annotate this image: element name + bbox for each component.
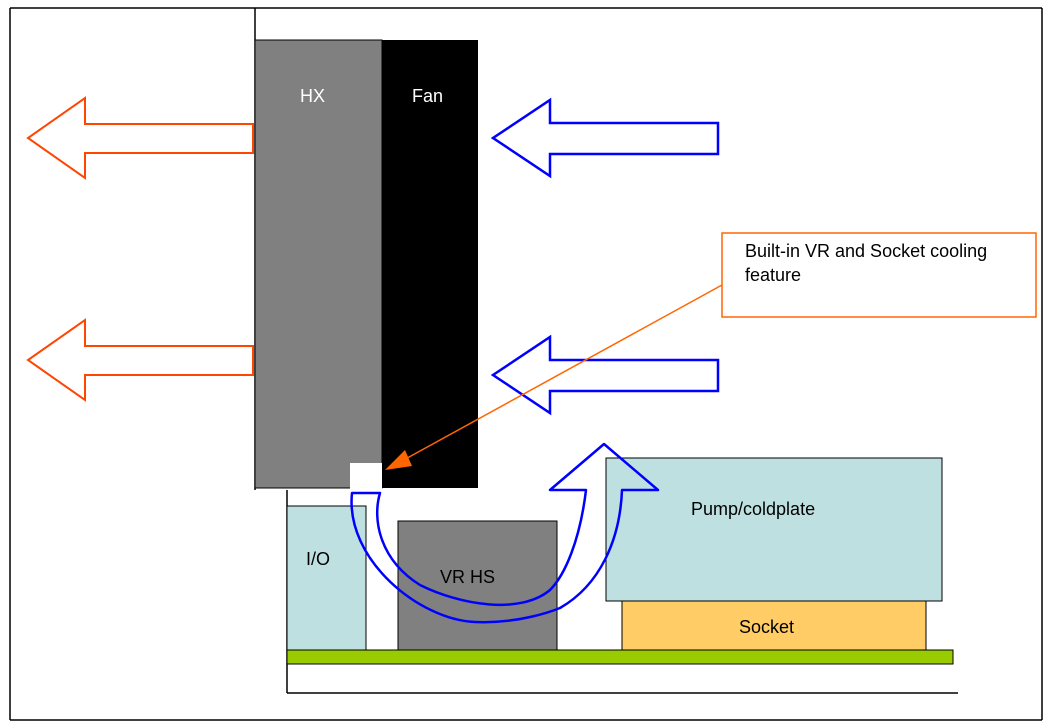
intake-arrow-bottom-icon bbox=[490, 334, 720, 416]
callout-arrowhead-icon bbox=[385, 450, 412, 470]
hx-block bbox=[254, 39, 383, 489]
cooling-notch bbox=[350, 463, 382, 491]
vr-hs-label: VR HS bbox=[440, 567, 496, 587]
pump-coldplate-label: Pump/coldplate bbox=[691, 499, 816, 519]
pump-coldplate-block bbox=[605, 457, 943, 602]
io-label: I/O bbox=[306, 549, 331, 569]
vr-hs-block bbox=[397, 520, 558, 651]
socket-block bbox=[621, 600, 927, 651]
fan-block bbox=[382, 40, 478, 488]
airflow-curved-arrow-icon bbox=[350, 442, 660, 624]
callout-leader-line bbox=[399, 284, 723, 463]
exhaust-arrow-bottom-icon bbox=[26, 318, 254, 402]
socket-label: Socket bbox=[739, 617, 795, 637]
callout-box bbox=[721, 232, 1037, 318]
callout-text: Built-in VR and Socket cooling feature bbox=[745, 241, 988, 285]
hx-label: HX bbox=[300, 86, 326, 106]
intake-arrow-top-icon bbox=[490, 97, 720, 179]
fan-label: Fan bbox=[412, 86, 444, 106]
motherboard bbox=[286, 649, 954, 665]
exhaust-arrow-top-icon bbox=[26, 96, 254, 180]
